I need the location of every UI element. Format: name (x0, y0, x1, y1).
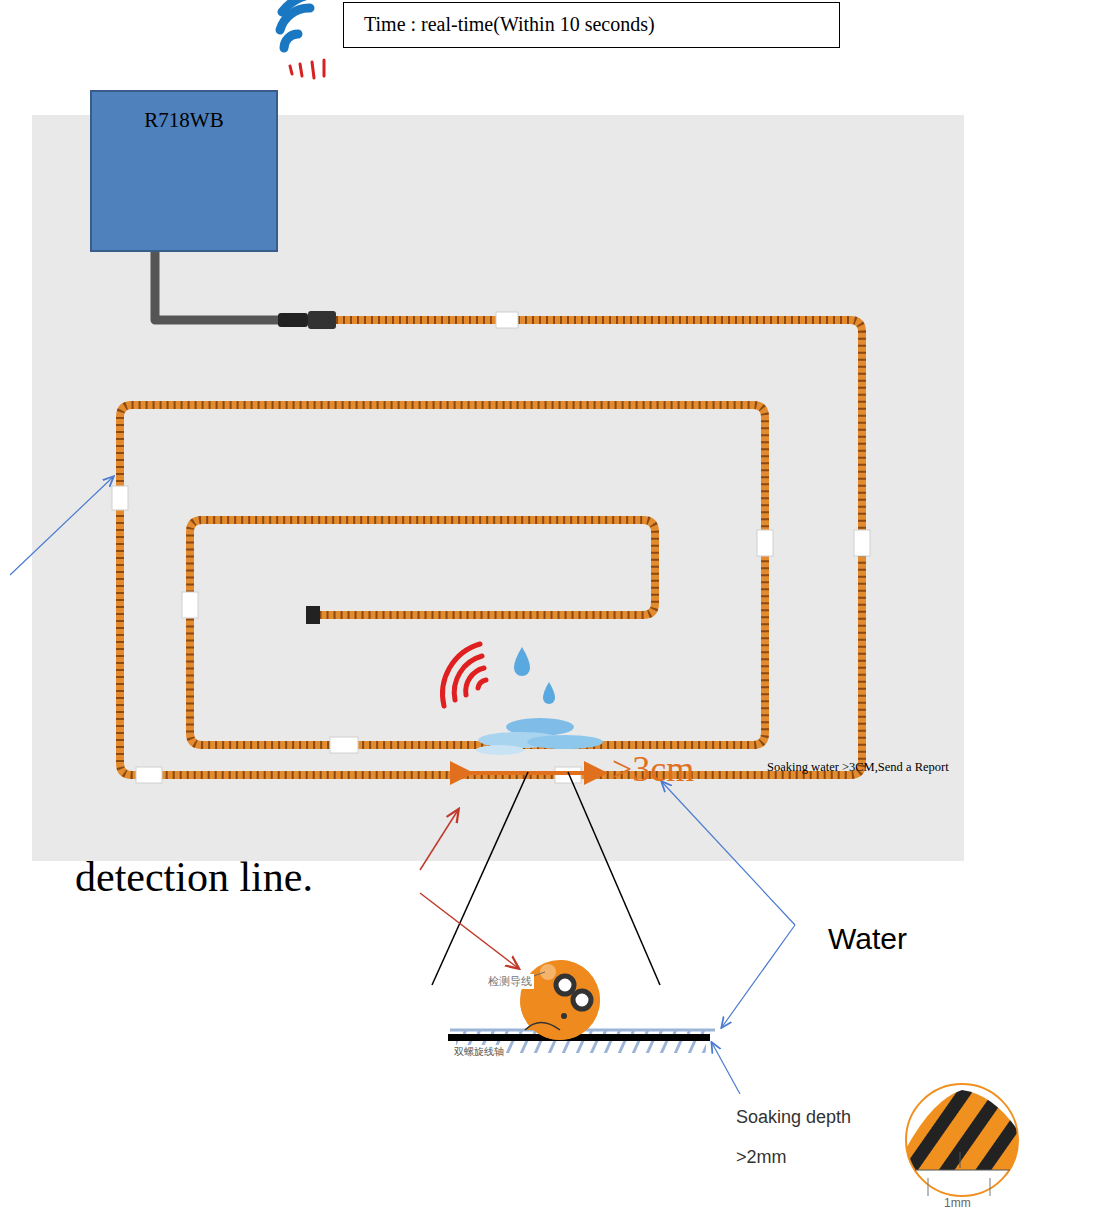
part-name: 检测导线 (486, 974, 534, 989)
node-text: Time : real-time(Within 10 seconds) (364, 13, 839, 36)
part-name: Water (828, 922, 907, 956)
dimension: 1mm (944, 1196, 971, 1210)
part-name: 双螺旋线轴 (452, 1045, 506, 1059)
time-box: Time : real-time(Within 10 seconds) (343, 2, 840, 48)
note: Soaking water >3CM,Send a Report (767, 760, 1112, 775)
node-text: R718WB (92, 108, 276, 133)
device-box: R718WB (90, 90, 278, 252)
dimension: Soaking depth >2mm (736, 1097, 861, 1177)
part-name: detection line. (75, 853, 313, 901)
dimension: >3cm (612, 748, 694, 790)
